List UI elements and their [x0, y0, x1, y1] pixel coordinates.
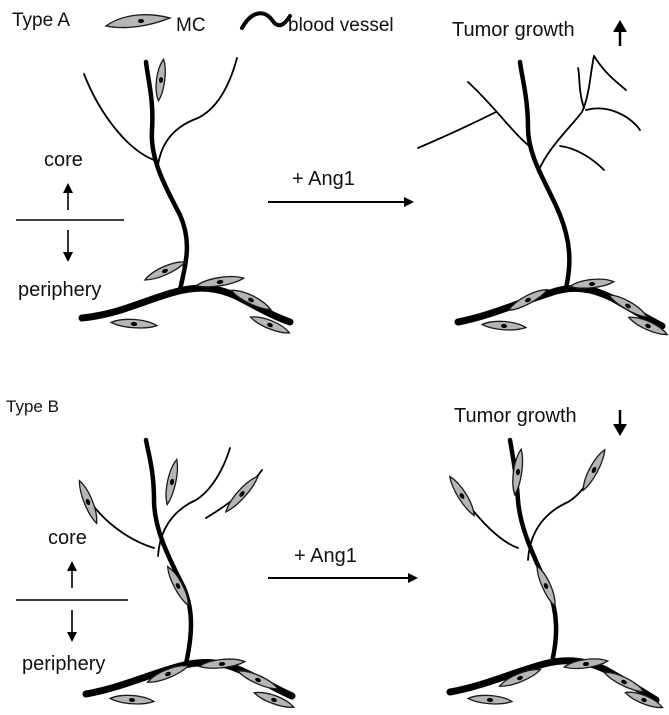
mural-cell: [468, 694, 512, 705]
branch-vessel: [594, 56, 626, 90]
mural-cell: [111, 318, 157, 329]
tumor-growth-down-arrow: [613, 410, 627, 436]
mural-cell: [579, 448, 608, 492]
mural-cell: [570, 277, 615, 290]
core-label-a: core: [44, 149, 83, 171]
tumor-growth-up-arrow: [613, 20, 627, 46]
branch-vessel: [158, 58, 237, 165]
mural-cell: [163, 459, 181, 506]
vessel-tree-a-before: [82, 58, 290, 322]
mural-cell: [482, 320, 526, 331]
panel-b: Type B core periphery: [6, 397, 664, 711]
mural-cell: [154, 59, 167, 102]
mural-cell: [506, 286, 549, 314]
type-b-label: Type B: [6, 397, 59, 416]
main-vessel: [146, 62, 187, 290]
mural-cell: [447, 474, 478, 517]
mural-cell: [76, 479, 101, 525]
treatment-label-b: + Ang1: [294, 545, 357, 567]
mural-cell: [223, 473, 261, 514]
blood-vessel-legend-icon: [242, 13, 290, 28]
core-label-b: core: [48, 527, 87, 549]
periphery-label-b: periphery: [22, 653, 105, 675]
mc-legend-label: MC: [176, 15, 206, 36]
branch-vessel: [468, 82, 528, 145]
mural-cell-legend-icon: [106, 15, 170, 28]
outcome-label-b: Tumor growth: [454, 405, 577, 427]
vessel-tree-b-before: [84, 440, 292, 696]
blood-vessel-legend-label: blood vessel: [288, 15, 394, 36]
panel-a: core periphery + Ang1 Tumor growth: [16, 19, 669, 338]
branch-vessel: [206, 470, 262, 518]
mural-cell: [236, 667, 280, 692]
branch-vessel: [418, 112, 496, 148]
main-vessel: [520, 62, 569, 288]
type-a-label: Type A: [12, 10, 70, 31]
mural-cell: [607, 291, 649, 320]
mural-cell: [534, 564, 559, 608]
mural-cells-b-before: [76, 459, 295, 711]
branch-vessel: [586, 108, 640, 130]
mural-cells-a-after: [482, 277, 669, 338]
main-vessel: [146, 440, 191, 664]
branch-vessel: [84, 74, 154, 160]
branch-vessel: [560, 146, 604, 170]
outcome-label-a: Tumor growth: [452, 19, 575, 41]
mural-cell: [164, 564, 192, 607]
mural-cell: [603, 668, 646, 695]
vessel-tree-a-after: [418, 56, 662, 326]
vessel-tree-b-after: [450, 440, 656, 700]
periphery-label-a: periphery: [18, 279, 101, 301]
core-periphery-axis-b: core periphery: [16, 527, 128, 675]
core-periphery-axis-a: core periphery: [16, 149, 124, 301]
mural-cell: [110, 694, 154, 705]
branch-vessel: [578, 68, 584, 108]
treatment-label-a: + Ang1: [292, 168, 355, 190]
legend: Type A MC blood vessel: [12, 10, 394, 36]
mural-cells-b-after: [447, 448, 665, 711]
mural-cells-a-before: [111, 59, 291, 337]
